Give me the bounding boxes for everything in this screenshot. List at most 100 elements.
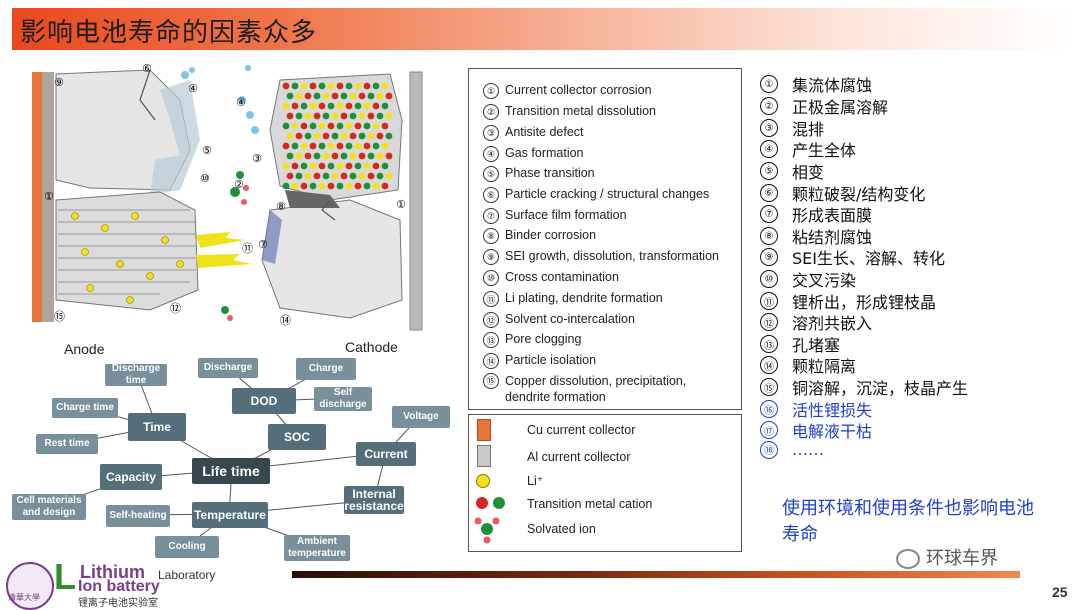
node-charge-time: Charge time (52, 398, 118, 418)
degradation-diagram: ⑨ ⑥ ④ ④ ⑤ ⑩ ② ③ ⑧ ⑦ ① ① ⑪ ⑫ ⑮ ⑭ (30, 60, 440, 360)
legend-num: ④ (483, 146, 499, 162)
callout-15: ⑮ (54, 311, 65, 323)
cn-num: ⑰ (760, 421, 778, 439)
lattice-ion (363, 182, 371, 190)
lattice-ion (367, 92, 375, 100)
lattice-ion (385, 152, 393, 160)
node-self-discharge: Self discharge (314, 387, 372, 411)
node-charge: Charge (296, 358, 356, 380)
legend-num: ⑤ (483, 166, 499, 182)
lattice-ion (336, 122, 344, 130)
cathode-label: Cathode (345, 339, 398, 355)
callout-7: ⑦ (258, 239, 268, 251)
cn-num: ⑬ (760, 335, 778, 353)
cn-num: ⑱ (760, 440, 778, 459)
cn-text: 孔堵塞 (792, 336, 841, 355)
lattice-ion (381, 142, 389, 150)
lattice-ion (354, 102, 362, 110)
lattice-ion (363, 142, 371, 150)
cn-text: 锂析出，形成锂枝晶 (792, 293, 937, 312)
cn-num: ⑪ (760, 292, 778, 310)
lattice-ion (385, 172, 393, 180)
lattice-ion (327, 82, 335, 90)
title-bar (12, 8, 1072, 50)
node-capacity: Capacity (100, 464, 162, 490)
key-label: Cu current collector (527, 423, 636, 437)
lattice-ion (295, 92, 303, 100)
cn-item: ⑧ 粘结剂腐蚀 (760, 224, 872, 248)
lattice-ion (376, 152, 384, 160)
cn-text: 颗粒隔离 (792, 357, 857, 376)
cn-num: ⑦ (760, 205, 778, 223)
lattice-ion (358, 172, 366, 180)
anode-sei-layer (42, 72, 54, 322)
lattice-ion (286, 152, 294, 160)
lattice-ion (295, 172, 303, 180)
legend-text: Particle cracking / structural changes (505, 187, 710, 201)
legend-text: Surface film formation (505, 208, 627, 222)
lattice-ion (318, 162, 326, 170)
lattice-ion (367, 132, 375, 140)
cn-text: 粘结剂腐蚀 (792, 228, 873, 247)
cn-num: ⑤ (760, 162, 778, 180)
li-dendrites (196, 232, 252, 268)
cn-text: 形成表面膜 (792, 206, 873, 225)
legend-text: Copper dissolution, precipitation, dendr… (505, 374, 687, 404)
cn-num: ⑮ (760, 378, 778, 396)
cn-num: ⑧ (760, 227, 778, 245)
callout-2: ② (234, 179, 244, 191)
cn-text: 铜溶解，沉淀，枝晶产生 (792, 379, 969, 398)
lattice-ion (381, 122, 389, 130)
node-discharge-time: Discharge time (105, 363, 167, 386)
cn-text: 正极金属溶解 (792, 98, 889, 117)
lattice-ion (345, 122, 353, 130)
footer-bar (292, 571, 1020, 578)
lattice-ion (385, 132, 393, 140)
callout-10: ⑩ (200, 173, 210, 185)
lattice-ion (354, 82, 362, 90)
lattice-ion (291, 182, 299, 190)
lattice-ion (300, 142, 308, 150)
lattice-ion (340, 172, 348, 180)
lattice-ion (385, 112, 393, 120)
node-cell-materials: Cell materials and design (12, 494, 86, 520)
lattice-ion (376, 172, 384, 180)
lattice-ion (336, 162, 344, 170)
callout-5: ⑤ (202, 145, 212, 157)
logo-laboratory: Laboratory (158, 568, 216, 582)
lattice-ion (322, 92, 330, 100)
node-soc: SOC (268, 424, 326, 450)
lattice-ion (349, 172, 357, 180)
lattice-ion (291, 82, 299, 90)
node-cooling: Cooling (155, 536, 219, 558)
cu-collector-swatch (477, 419, 491, 441)
legend-text: Li plating, dendrite formation (505, 291, 663, 305)
lattice-ion (349, 152, 357, 160)
lattice-ion (381, 182, 389, 190)
node-self-heating: Self-heating (106, 505, 170, 527)
lattice-ion (372, 182, 380, 190)
lattice-ion (300, 182, 308, 190)
lattice-ion (327, 182, 335, 190)
wechat-icon (896, 549, 920, 569)
lattice-ion (304, 172, 312, 180)
lattice-ion (354, 142, 362, 150)
node-dod: DOD (232, 388, 296, 414)
lattice-ion (304, 152, 312, 160)
lattice-ion (304, 92, 312, 100)
li-ion-dot (476, 474, 490, 488)
lattice-ion (363, 162, 371, 170)
legend-num: ⑪ (483, 291, 499, 307)
lattice-ion (345, 162, 353, 170)
cn-num: ⑩ (760, 270, 778, 288)
